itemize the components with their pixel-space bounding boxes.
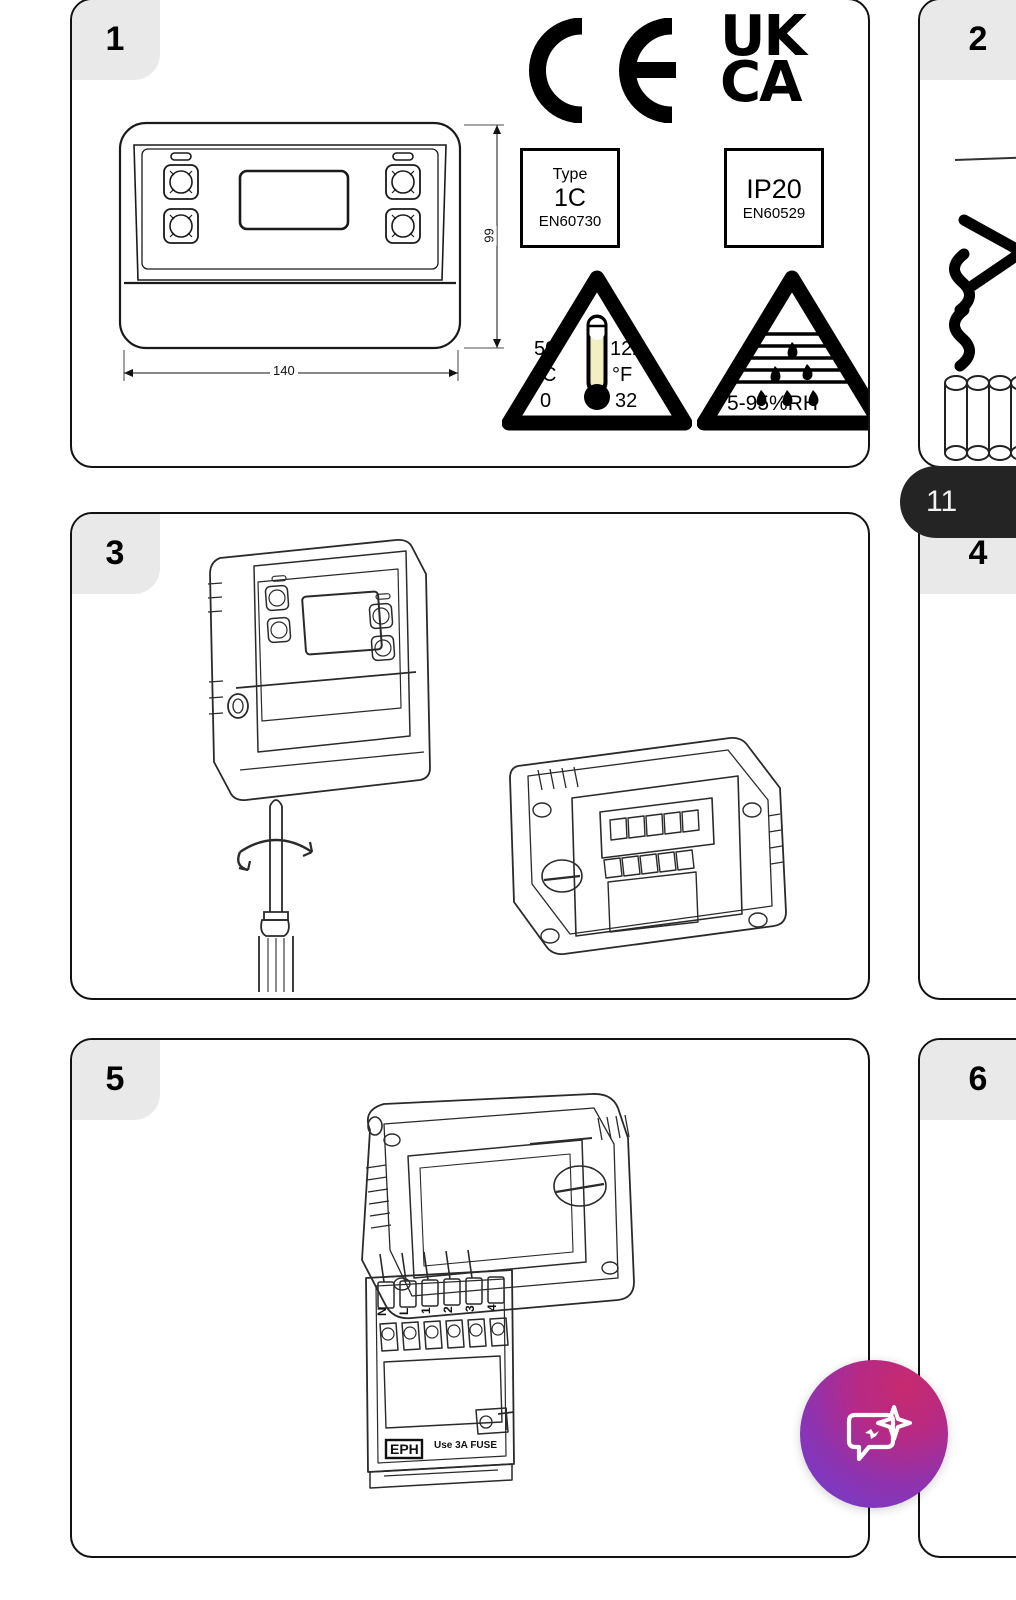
ukca-line-2: CA [720, 49, 802, 115]
ukca-line-1: UK [720, 4, 807, 69]
step-panel-1: 1 [70, 0, 870, 468]
step-number-badge-6: 6 [920, 1040, 1016, 1120]
device-front-view-drawing: 99 140 [112, 105, 532, 400]
step-number-badge-3: 3 [72, 514, 160, 594]
celsius-min-label: 0 [540, 390, 552, 412]
ip-standard: EN60529 [742, 204, 806, 222]
page-number-pill: 11 [900, 466, 1016, 538]
ce-mark-icon [529, 18, 676, 123]
type-value: 1C [554, 183, 586, 212]
step-panel-4: 4 [918, 512, 1016, 1000]
ip-rating-box: IP20 EN60529 [724, 148, 824, 248]
terminal-label-3: 3 [463, 1305, 477, 1312]
fahrenheit-max-label: 122 [610, 338, 644, 360]
terminal-label-N: N [375, 1307, 389, 1316]
type-rating-box: Type 1C EN60730 [520, 148, 620, 248]
svg-text:EPH: EPH [390, 1441, 419, 1457]
celsius-max-label: 50 [534, 338, 557, 360]
type-label: Type [552, 166, 588, 184]
terminal-label-4: 4 [485, 1304, 499, 1311]
width-dimension-label: 140 [270, 363, 298, 378]
terminal-label-2: 2 [441, 1306, 455, 1313]
step-number-badge-5: 5 [72, 1040, 160, 1120]
ukca-mark-icon: UK CA [720, 4, 807, 115]
device-front-svg [118, 121, 504, 381]
eph-logo-mark: EPH [384, 1438, 424, 1460]
celsius-unit-label: °C [534, 364, 557, 386]
chat-sparkle-icon [846, 1405, 912, 1462]
fahrenheit-min-label: 32 [615, 390, 638, 412]
radiator-heat-source-drawing [944, 156, 1016, 461]
step-panel-2: 2 [918, 0, 1016, 468]
wall-plate-wiring-drawing: N L 1 2 3 4 EPH Use 3A FUSE [361, 1093, 635, 1489]
fuse-note-label: Use 3A FUSE [434, 1440, 497, 1451]
step-number-badge-1: 1 [72, 0, 160, 80]
terminal-label-1: 1 [419, 1307, 433, 1314]
device-isometric-with-screwdriver-drawing [207, 538, 431, 992]
temperature-triangle-icon [501, 270, 693, 431]
temperature-range-symbol: 50 °C 0 122 °F 32 [501, 266, 693, 439]
certification-block: UK CA Type 1C EN60730 IP20 EN60529 [492, 4, 868, 448]
fahrenheit-unit-label: °F [612, 364, 633, 386]
step-panel-6: 6 [918, 1038, 1016, 1558]
humidity-triangle-icon [696, 270, 868, 431]
terminal-label-L: L [397, 1308, 411, 1315]
step-number-badge-2: 2 [920, 0, 1016, 80]
type-standard: EN60730 [538, 212, 602, 230]
ip-value: IP20 [746, 173, 802, 204]
step-panel-3: 3 [70, 512, 870, 1000]
page-number: 11 [926, 485, 958, 518]
humidity-range-symbol: 5-95%RH [696, 266, 868, 439]
ai-assistant-fab-button[interactable] [800, 1360, 948, 1508]
backplate-terminals-drawing [509, 737, 787, 955]
humidity-range-label: 5-95%RH [727, 392, 819, 415]
step-panel-5: 5 [70, 1038, 870, 1558]
